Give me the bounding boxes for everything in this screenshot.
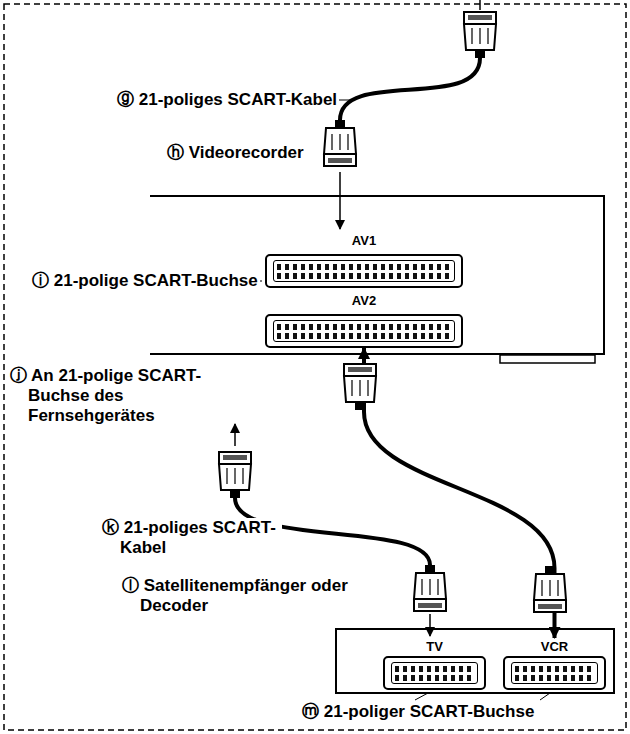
receiver-box: ⓛ Satellitenempfänger oder DecoderTVVCR [335, 628, 615, 694]
callout-label: ⓖ 21-poliges SCART-Kabel [115, 90, 339, 110]
outgoing-line [479, 0, 481, 10]
pin-row [515, 675, 594, 681]
scart-socket: AV2 [265, 292, 463, 348]
socket-face [265, 254, 463, 288]
callout-label: ⓙ An 21-polige SCART-Buchse des Fernsehg… [8, 366, 208, 426]
leader-line [540, 693, 550, 700]
scart-cable [364, 348, 555, 638]
callout-label: ⓚ 21-poliges SCART-Kabel [100, 518, 282, 558]
scart-cable [340, 58, 480, 120]
scart-plug [464, 12, 496, 58]
socket-label: AV1 [265, 232, 463, 250]
pin-row [395, 675, 474, 681]
pin-row [277, 324, 451, 330]
pin-row [277, 273, 451, 279]
socket-face [503, 656, 606, 690]
socket-face [265, 314, 463, 348]
leader-line [415, 693, 428, 700]
dashed-frame [4, 4, 626, 730]
scart-socket: TV [383, 638, 486, 690]
pin-row [277, 333, 451, 339]
pin-row [515, 666, 594, 672]
direction-arrow [234, 424, 236, 446]
scart-plug [219, 452, 251, 498]
socket-label: TV [383, 638, 486, 656]
scart-plug [324, 120, 356, 166]
callout-label: ⓘ 21-polige SCART-Buchse [30, 271, 260, 291]
part-label: ⓛ Satellitenempfänger oder Decoder [120, 576, 354, 616]
insert-arrow [429, 614, 431, 636]
socket-label: AV2 [265, 292, 463, 310]
callout-label: ⓜ 21-poliger SCART-Buchse [300, 702, 536, 722]
socket-face [383, 656, 486, 690]
pin-row [277, 264, 451, 270]
scart-socket: AV1 [265, 232, 463, 288]
pin-row [395, 666, 474, 672]
insert-arrow [339, 172, 341, 229]
scart-socket: VCR [503, 638, 606, 690]
socket-label: VCR [503, 638, 606, 656]
device-foot [500, 355, 595, 363]
scart-plug [344, 364, 376, 410]
scart-plug [414, 565, 446, 611]
scart-plug [534, 566, 566, 612]
part-label: ⓗ Videorecorder [165, 143, 306, 163]
